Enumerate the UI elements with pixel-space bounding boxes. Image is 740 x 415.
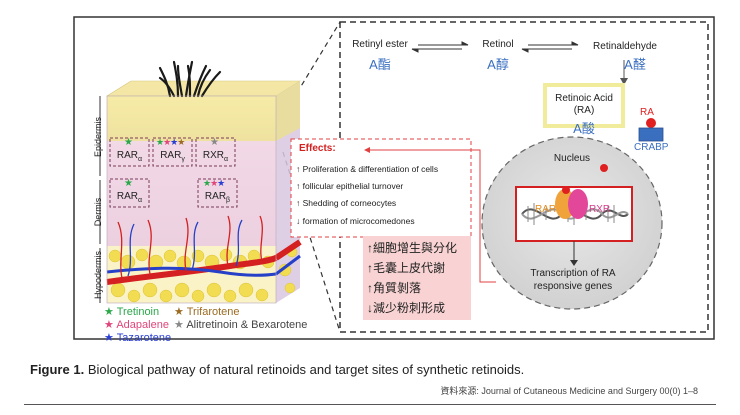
star-tretinoin-icon: ★ xyxy=(124,137,133,148)
label-ra: RA xyxy=(640,107,654,118)
receptor-box-rxr-alpha xyxy=(195,137,236,167)
layer-label-epidermis: Epidermis xyxy=(93,117,103,158)
legend-tretinoin: ★ Tretinoin xyxy=(104,306,160,318)
label-retinol-cn: A醇 xyxy=(487,57,509,72)
figure-caption: Figure 1. Biological pathway of natural … xyxy=(30,362,525,377)
legend-tazarotene: ★ Tazarotene xyxy=(104,332,172,344)
layer-label-dermis: Dermis xyxy=(93,197,103,227)
label-retinoic-acid: Retinoic Acid xyxy=(555,93,613,104)
label-nucleus: Nucleus xyxy=(553,153,591,164)
receptor-rar-gamma: RARγ xyxy=(160,150,185,163)
effects-cn-item: ↑毛囊上皮代謝 xyxy=(367,261,446,275)
effects-cn-item: ↑角質剝落 xyxy=(367,281,422,295)
layer-label-hypodermis: Hypodermis xyxy=(93,251,103,300)
receptor-box-rar-gamma xyxy=(152,137,193,167)
star-group-rar-gamma-icon: ★★★★ xyxy=(156,137,185,147)
legend-star-icon: ★ xyxy=(174,319,184,331)
label-retinaldehyde-cn: A醛 xyxy=(624,57,646,72)
effects-connector xyxy=(364,147,496,283)
effects-title: Effects: xyxy=(299,143,336,154)
effects-cn-box xyxy=(363,236,471,320)
figure-frame xyxy=(73,16,715,340)
effects-cn-item: ↑細胞增生與分化 xyxy=(367,241,458,255)
legend-star-icon: ★ xyxy=(104,319,114,331)
label-retinoic-acid-cn: A酸 xyxy=(573,121,595,136)
effects-item: ↓ formation of microcomedones xyxy=(296,216,415,226)
effects-item: ↑ follicular epithelial turnover xyxy=(296,181,404,191)
receptor-rar-beta: RARβ xyxy=(204,191,231,204)
receptor-box-rar-beta xyxy=(197,178,238,208)
effects-item: ↑ Shedding of corneocytes xyxy=(296,198,397,208)
arrow-to-transcription xyxy=(570,241,578,266)
crabp-icon xyxy=(638,127,664,142)
receptor-box-outlines xyxy=(109,137,238,208)
receptor-box-rar-alpha-dermis xyxy=(109,178,150,208)
source-note: 資料來源: Journal of Cutaneous Medicine and … xyxy=(440,386,698,396)
receptor-rxr-alpha: RXRα xyxy=(202,150,229,163)
skin-block xyxy=(105,60,302,304)
receptor-rar-alpha-epidermis: RARα xyxy=(116,150,143,163)
legend-star-icon: ★ xyxy=(104,332,114,344)
effects-box xyxy=(290,138,472,238)
label-retinol: Retinol xyxy=(482,39,514,50)
label-transcription-2: responsive genes xyxy=(533,281,613,292)
label-retinyl-ester-cn: A酯 xyxy=(369,57,391,72)
label-crabp: CRABP xyxy=(634,142,669,153)
label-rxr: RXR xyxy=(589,204,611,215)
bottom-rule xyxy=(24,404,716,405)
legend-trifarotene: ★ Trifarotene xyxy=(174,306,240,318)
retinoic-acid-box xyxy=(543,83,625,128)
ra-dot-nucleus xyxy=(600,164,608,172)
legend-adapalene: ★ Adapalene xyxy=(104,319,169,331)
label-retinaldehyde: Retinaldehyde xyxy=(593,41,657,52)
label-retinyl-ester: Retinyl ester xyxy=(352,39,408,50)
legend-alitretinoin-bexarotene: ★ Alitretinoin & Bexarotene xyxy=(174,319,308,331)
legend-star-icon: ★ xyxy=(174,306,184,318)
label-retinoic-acid-abbr: (RA) xyxy=(573,105,595,116)
star-tretinoin-dermis-icon: ★ xyxy=(124,178,133,189)
effects-cn-item: ↓減少粉刺形成 xyxy=(367,301,446,315)
receptor-box-rar-alpha-epidermis xyxy=(109,137,150,167)
arrow-to-retinoic-acid xyxy=(620,60,628,85)
receptor-rar-alpha-dermis: RARα xyxy=(116,191,143,204)
equilibrium-arrows xyxy=(411,41,579,53)
label-transcription-1: Transcription of RA xyxy=(530,268,616,279)
effects-item: ↑ Proliferation & differentiation of cel… xyxy=(296,164,439,174)
star-alitretinoin-icon: ★ xyxy=(210,137,219,148)
star-group-rar-beta-icon: ★★★ xyxy=(203,178,225,188)
legend-star-icon: ★ xyxy=(104,306,114,318)
rar-rxr-complex-icon xyxy=(555,186,588,219)
label-rar: RAR xyxy=(535,204,557,215)
ra-dot xyxy=(646,118,656,128)
